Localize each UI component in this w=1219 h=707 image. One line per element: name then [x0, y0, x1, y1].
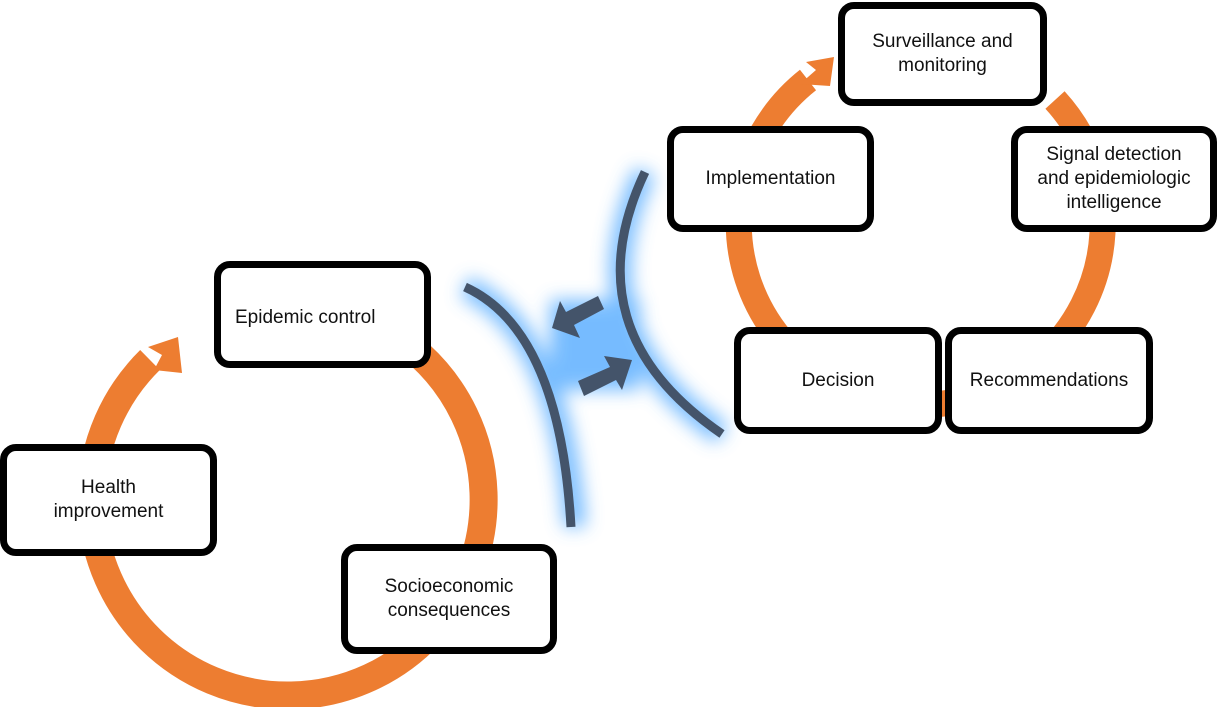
step-label: Health improvement [53, 477, 164, 522]
step-surveillance-and-monitoring: Surveillance and monitoring [838, 2, 1047, 106]
right-interface-arc [615, 170, 725, 438]
step-health-improvement: Health improvement [0, 444, 217, 556]
step-signal-detection: Signal detection and epidemiologic intel… [1011, 126, 1217, 232]
step-epidemic-control: Epidemic control [214, 261, 431, 368]
step-label: Signal detection and epidemiologic intel… [1037, 144, 1191, 213]
step-implementation: Implementation [667, 126, 874, 232]
step-label: Recommendations [969, 369, 1129, 391]
arrow-to-left-cycle [552, 296, 604, 338]
step-label: Implementation [705, 168, 836, 189]
step-label: Surveillance and monitoring [872, 31, 1013, 76]
step-label: Epidemic control [235, 307, 376, 328]
step-socioeconomic-consequences: Socioeconomic consequences [341, 544, 557, 654]
left-cycle-arrowhead [148, 337, 182, 373]
step-recommendations: Recommendations [945, 327, 1153, 434]
step-label: Socioeconomic consequences [384, 576, 514, 621]
arrow-to-right-cycle [578, 356, 632, 396]
step-decision: Decision [734, 327, 942, 434]
right-cycle-arrowhead [800, 57, 834, 86]
step-label: Decision [801, 369, 875, 391]
left-interface-arc [463, 282, 576, 528]
